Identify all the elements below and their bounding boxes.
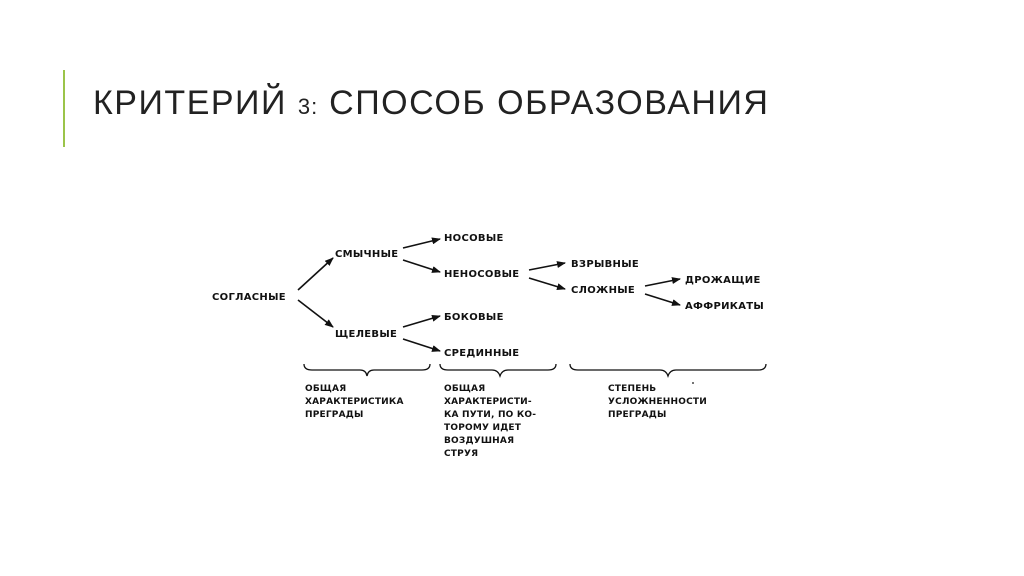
- arrow-slozhnye-affrikaty: [644, 293, 681, 306]
- brace-col2: [439, 363, 557, 379]
- note-col3-line: УСЛОЖНЕННОСТИ: [608, 397, 707, 407]
- arrow-nenosovye-slozhnye: [528, 277, 566, 291]
- note-col2-line: ХАРАКТЕРИСТИ-: [444, 397, 532, 407]
- title-part-1: КРИТЕРИЙ: [93, 84, 298, 122]
- note-col3-line: ПРЕГРАДЫ: [608, 410, 667, 420]
- node-shchelevye: ЩЕЛЕВЫЕ: [335, 329, 397, 340]
- braces: [303, 363, 767, 379]
- node-nenosovye: НЕНОСОВЫЕ: [444, 269, 519, 280]
- node-smychnye: СМЫЧНЫЕ: [335, 249, 398, 260]
- node-slozhnye: СЛОЖНЫЕ: [571, 285, 635, 296]
- arrow-soglasnye-shchelevye: [297, 299, 334, 328]
- arrow-smychnye-nenosovye: [402, 259, 441, 273]
- arrow-nenosovye-vzryvnye: [528, 261, 566, 271]
- node-drozhashchie: ДРОЖАЩИЕ: [685, 275, 761, 286]
- note-col2-line: ТОРОМУ ИДЕТ: [444, 423, 522, 433]
- arrow-soglasnye-smychnye: [297, 257, 334, 291]
- node-bokovye: БОКОВЫЕ: [444, 312, 504, 323]
- note-col1-line: ОБЩАЯ: [305, 384, 346, 394]
- brace-col3: [569, 363, 767, 379]
- note-col2-line: ВОЗДУШНАЯ: [444, 436, 514, 446]
- arrow-smychnye-nosovye: [402, 237, 441, 249]
- note-col2-line: КА ПУТИ, ПО КО-: [444, 410, 536, 420]
- note-col1-line: ХАРАКТЕРИСТИКА: [305, 397, 404, 407]
- accent-bar: [63, 70, 65, 147]
- note-col2-line: ОБЩАЯ: [444, 384, 485, 394]
- arrow-slozhnye-drozhashchie: [644, 277, 681, 287]
- node-vzryvnye: ВЗРЫВНЫЕ: [571, 259, 639, 270]
- note-col3-line: СТЕПЕНЬ: [608, 384, 656, 394]
- note-col2: ОБЩАЯ ХАРАКТЕРИСТИ- КА ПУТИ, ПО КО- ТОРО…: [444, 384, 536, 459]
- note-col3: СТЕПЕНЬ УСЛОЖНЕННОСТИ ПРЕГРАДЫ: [608, 384, 707, 420]
- title-number: 3:: [297, 94, 319, 119]
- node-soglasnye: СОГЛАСНЫЕ: [212, 292, 286, 303]
- arrow-shchelevye-bokovye: [402, 314, 441, 328]
- note-col2-line: СТРУЯ: [444, 449, 478, 459]
- brace-col1: [303, 363, 431, 377]
- note-col1: ОБЩАЯ ХАРАКТЕРИСТИКА ПРЕГРАДЫ: [305, 384, 404, 420]
- arrow-shchelevye-sredinnye: [402, 338, 441, 352]
- note-col1-line: ПРЕГРАДЫ: [305, 410, 364, 420]
- slide-title: КРИТЕРИЙ 3: СПОСОБ ОБРАЗОВАНИЯ: [93, 84, 769, 123]
- node-affrikaty: АФФРИКАТЫ: [685, 301, 764, 312]
- speck: [692, 382, 694, 384]
- arrows: [297, 237, 681, 352]
- node-sredinnye: СРЕДИННЫЕ: [444, 348, 519, 359]
- node-nosovye: НОСОВЫЕ: [444, 233, 504, 244]
- title-part-2: СПОСОБ ОБРАЗОВАНИЯ: [318, 84, 770, 122]
